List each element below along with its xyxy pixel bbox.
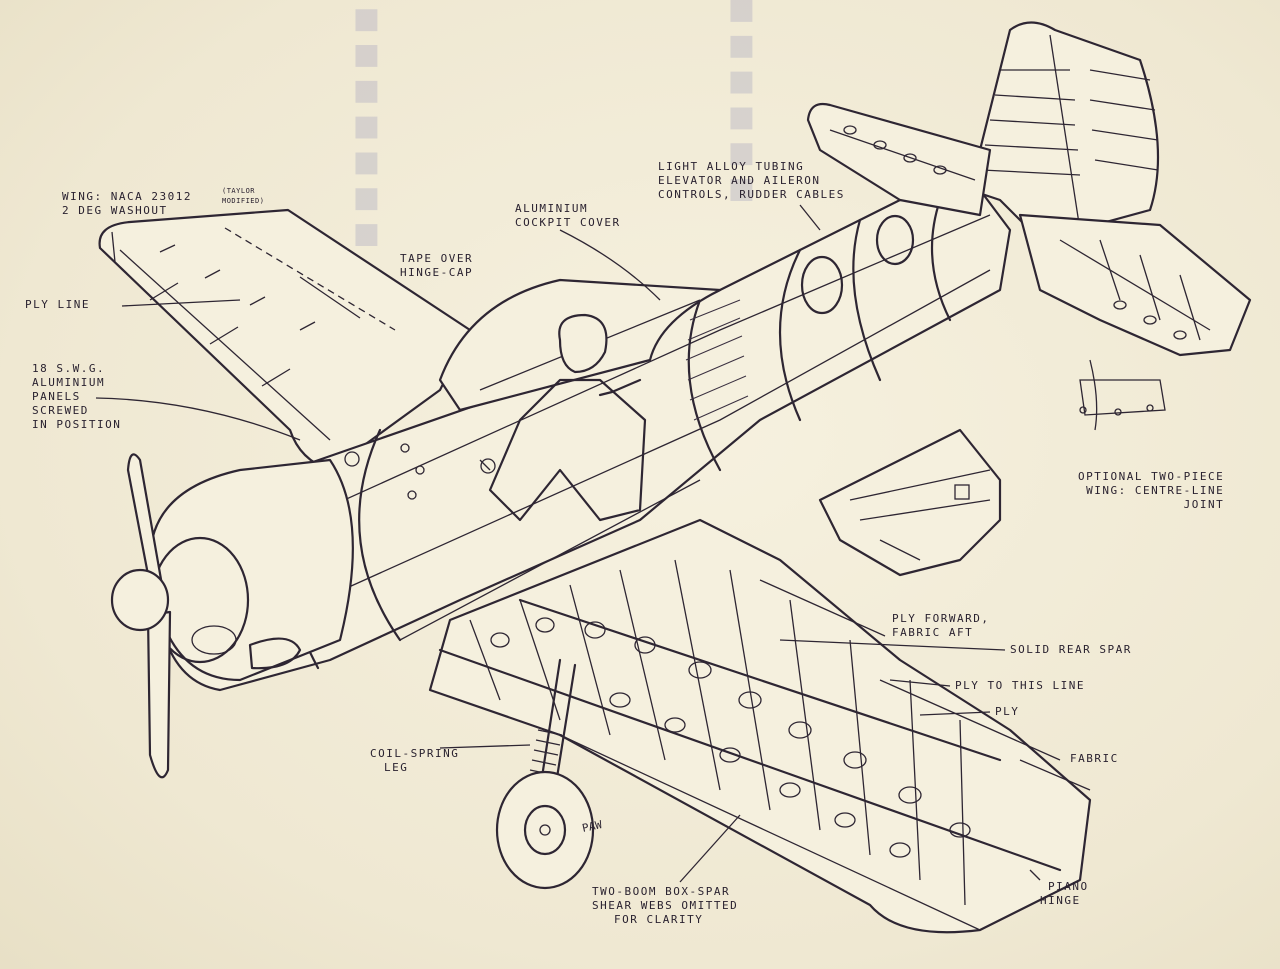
- label-panels-line3: PANELS: [32, 390, 81, 403]
- propeller: [110, 453, 172, 779]
- label-box-spar-line2: SHEAR WEBS OMITTED: [592, 899, 739, 912]
- label-wing-taylor: (TAYLOR MODIFIED): [222, 186, 264, 206]
- label-light-alloy-line1: LIGHT ALLOY TUBING: [658, 160, 805, 173]
- label-ply-line: PLY LINE: [25, 298, 90, 311]
- label-two-boom-box-spar: TWO-BOOM BOX-SPAR SHEAR WEBS OMITTED FOR…: [592, 885, 738, 927]
- label-box-spar-line1: TWO-BOOM BOX-SPAR: [592, 885, 731, 898]
- label-tape-over-hinge-cap: TAPE OVER HINGE-CAP: [400, 252, 473, 280]
- label-panels-line4: SCREWED: [32, 404, 89, 417]
- main-undercarriage: [495, 658, 595, 890]
- label-piano-hinge-line2: HINGE: [1040, 894, 1081, 907]
- label-wing-taylor-line1: (TAYLOR: [222, 187, 256, 195]
- leader-lines: [95, 204, 1091, 883]
- pilot-helmet: [558, 313, 608, 374]
- label-optional-two-piece-wing: OPTIONAL TWO-PIECE WING: CENTRE-LINE JOI…: [1078, 470, 1224, 512]
- label-tape-over-line2: HINGE-CAP: [400, 266, 474, 279]
- label-ply-to-this-line: PLY TO THIS LINE: [955, 679, 1085, 692]
- label-solid-rear-spar: SOLID REAR SPAR: [1010, 643, 1132, 656]
- label-panels-line2: ALUMINIUM: [32, 376, 106, 389]
- fin-and-rudder: [968, 21, 1160, 242]
- cockpit: [438, 278, 722, 522]
- port-tailplane: [806, 102, 992, 217]
- label-wing-naca-line1: WING: NACA 23012: [62, 190, 192, 203]
- label-aluminium-cover-line2: COCKPIT COVER: [515, 216, 621, 229]
- label-wing-naca: WING: NACA 23012 2 deg WASHOUT: [62, 190, 192, 218]
- label-coil-spring-leg: COIL-SPRING LEG: [370, 747, 459, 775]
- label-optional-line1: OPTIONAL TWO-PIECE: [1078, 470, 1225, 483]
- label-aluminium-cockpit-cover: ALUMINIUM COCKPIT COVER: [515, 202, 621, 230]
- label-fabric: FABRIC: [1070, 752, 1119, 765]
- label-ply-forward-line2: FABRIC AFT: [892, 626, 974, 639]
- rib-lightening-holes: [490, 617, 971, 858]
- label-piano-hinge: PIANO HINGE: [1040, 880, 1089, 908]
- label-light-alloy-line3: CONTROLS, RUDDER CABLES: [658, 188, 845, 201]
- label-panels-line5: IN POSITION: [32, 418, 122, 431]
- optional-wing-joint-detail: [818, 359, 1166, 577]
- engine-cowling: [148, 443, 425, 682]
- label-light-alloy-tubing: LIGHT ALLOY TUBING ELEVATOR AND AILERON …: [658, 160, 845, 202]
- label-coil-spring-line2: LEG: [384, 761, 409, 774]
- label-ply: PLY: [995, 705, 1020, 718]
- label-tape-over-line1: TAPE OVER: [400, 252, 474, 265]
- label-coil-spring-line1: COIL-SPRING: [370, 747, 460, 760]
- label-wing-taylor-line2: MODIFIED): [222, 197, 265, 205]
- label-aluminium-cover-line1: ALUMINIUM: [515, 202, 589, 215]
- label-ply-forward-line1: PLY FORWARD,: [892, 612, 990, 625]
- label-ply-forward-fabric-aft: PLY FORWARD, FABRIC AFT: [892, 612, 989, 640]
- starboard-wing-cutaway: [428, 518, 1092, 934]
- artist-signature: PAW: [581, 818, 604, 835]
- label-panels-line1: 18 s.w.g.: [32, 362, 106, 375]
- label-optional-line2: WING: CENTRE-LINE: [1086, 484, 1225, 497]
- starboard-tailplane: [1018, 213, 1252, 357]
- label-light-alloy-line2: ELEVATOR AND AILERON: [658, 174, 821, 187]
- label-aluminium-panels: 18 s.w.g. ALUMINIUM PANELS SCREWED IN PO…: [32, 362, 121, 432]
- label-box-spar-line3: FOR CLARITY: [614, 913, 704, 926]
- label-wing-washout: 2 deg WASHOUT: [62, 204, 168, 217]
- label-piano-hinge-line1: PIANO: [1048, 880, 1089, 893]
- label-optional-line3: JOINT: [1183, 498, 1225, 511]
